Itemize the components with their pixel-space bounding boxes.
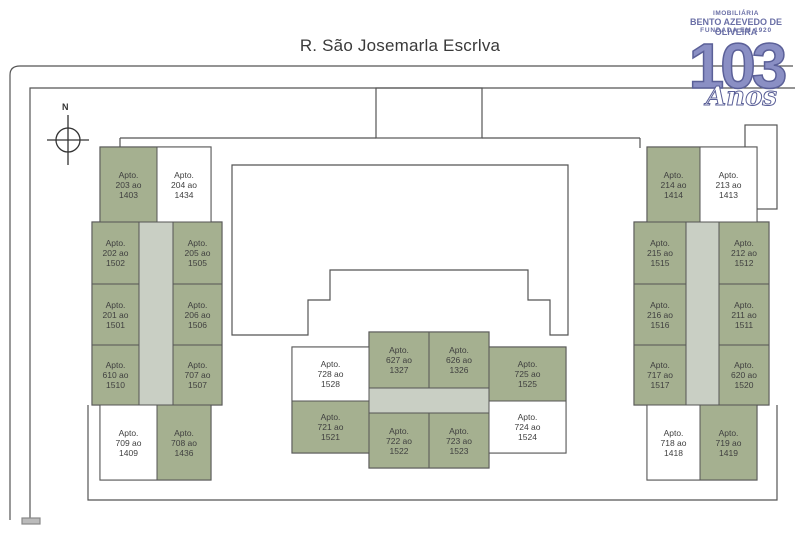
left-corridor	[138, 221, 174, 406]
unit-721	[291, 400, 370, 454]
entrance-connector	[119, 137, 641, 148]
north-label: N	[62, 102, 69, 112]
logo-number: 103	[688, 30, 788, 102]
lot-inner-boundary	[29, 87, 795, 520]
unit-620	[718, 344, 770, 406]
unit-206	[172, 283, 223, 346]
unit-204	[156, 146, 212, 223]
right-corridor	[685, 221, 720, 406]
entrance-block	[375, 87, 483, 139]
marker	[21, 517, 41, 525]
unit-718	[646, 404, 701, 481]
unit-202	[91, 221, 140, 285]
unit-214	[646, 146, 701, 223]
logo-line-1: IMOBILIÁRIA	[713, 10, 759, 17]
company-logo: IMOBILIÁRIA BENTO AZEVEDO DE OLIVEIRA FU…	[686, 10, 788, 120]
unit-707	[172, 344, 223, 406]
logo-line-2: BENTO AZEVEDO DE OLIVEIRA	[689, 17, 782, 37]
unit-610	[91, 344, 140, 406]
unit-708	[156, 404, 212, 481]
unit-211	[718, 283, 770, 346]
unit-212	[718, 221, 770, 285]
street-name: R. São Josemarla Escrlva	[299, 36, 501, 55]
logo-word: Anos	[706, 82, 778, 113]
unit-725	[488, 346, 567, 402]
unit-201	[91, 283, 140, 346]
unit-728	[291, 346, 370, 402]
unit-626	[428, 331, 490, 389]
unit-215	[633, 221, 687, 285]
courtyard	[231, 164, 569, 336]
unit-724	[488, 400, 567, 454]
unit-717	[633, 344, 687, 406]
unit-213	[699, 146, 758, 223]
site-perimeter	[87, 405, 778, 501]
unit-216	[633, 283, 687, 346]
logo-line-3: FUNDADA EM 1920	[700, 27, 772, 34]
lot-boundary	[9, 65, 793, 520]
unit-709	[99, 404, 158, 481]
unit-layer	[91, 146, 770, 481]
unit-203	[99, 146, 158, 223]
unit-722	[368, 412, 430, 469]
unit-205	[172, 221, 223, 285]
north-arrow	[47, 115, 89, 165]
unit-719	[699, 404, 758, 481]
unit-723	[428, 412, 490, 469]
unit-627	[368, 331, 430, 389]
center-corridor	[368, 387, 490, 414]
